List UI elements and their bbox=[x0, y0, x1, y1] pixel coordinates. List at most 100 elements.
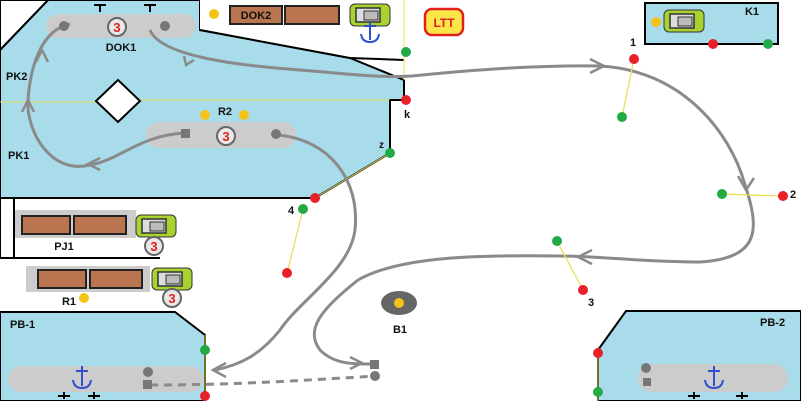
cargo-box bbox=[73, 215, 127, 235]
buoy-b1[interactable] bbox=[381, 291, 417, 315]
dok1-label: DOK1 bbox=[106, 42, 137, 54]
vehicle-ring-r2[interactable]: 3 bbox=[216, 126, 236, 146]
vehicle-pj1[interactable] bbox=[135, 214, 177, 238]
b1-label: B1 bbox=[393, 324, 407, 336]
stop-dot bbox=[370, 371, 380, 381]
vehicle-ring-r1[interactable]: 3 bbox=[162, 288, 182, 308]
land-edges bbox=[0, 100, 391, 313]
arrow-head bbox=[20, 97, 36, 113]
vehicle-ring-pj1[interactable]: 3 bbox=[144, 236, 164, 256]
signal-number-4: 4 bbox=[288, 205, 295, 217]
green-lights[interactable] bbox=[200, 39, 773, 397]
anchor-icon bbox=[704, 366, 724, 390]
dok2-label: DOK2 bbox=[241, 10, 272, 22]
green-light[interactable] bbox=[200, 345, 210, 355]
stop-square bbox=[370, 360, 379, 369]
signal-number-1: 1 bbox=[630, 37, 636, 49]
arrow-head bbox=[210, 361, 227, 379]
stop-dot bbox=[641, 363, 651, 373]
pk2-label: PK2 bbox=[6, 71, 27, 83]
green-light[interactable] bbox=[763, 39, 773, 49]
green-light[interactable] bbox=[717, 189, 727, 199]
pb2-label: PB-2 bbox=[760, 317, 785, 329]
bollards bbox=[58, 4, 748, 399]
green-light[interactable] bbox=[298, 204, 308, 214]
amber-light bbox=[209, 9, 219, 19]
arrow-head bbox=[736, 175, 756, 193]
stop-markers bbox=[59, 21, 651, 389]
cargo-box bbox=[37, 269, 87, 289]
stop-dot bbox=[143, 367, 153, 377]
arrow-head bbox=[349, 355, 365, 371]
cargo-box bbox=[284, 5, 340, 25]
green-light[interactable] bbox=[552, 236, 562, 246]
route-arrows bbox=[20, 47, 756, 379]
signal-number-3: 3 bbox=[588, 297, 594, 309]
green-light[interactable] bbox=[401, 47, 411, 57]
k1-label: K1 bbox=[745, 6, 759, 18]
vehicle-number: 3 bbox=[168, 291, 175, 306]
amber-light bbox=[239, 110, 249, 120]
ltt-label: LTT bbox=[433, 16, 455, 30]
ltt-badge[interactable]: LTT bbox=[423, 7, 465, 37]
route-main-loop bbox=[357, 64, 755, 282]
vehicle-ring-dok1[interactable]: 3 bbox=[107, 17, 127, 37]
labels: DOK1 PK2 PK1 R2 k z K1 PJ1 R1 B1 PB-1 PB… bbox=[6, 6, 796, 336]
stop-dot bbox=[271, 129, 281, 139]
red-lights[interactable] bbox=[200, 39, 788, 401]
route-pb1-dashed bbox=[149, 374, 376, 387]
green-light[interactable] bbox=[385, 148, 395, 158]
vehicle-r1[interactable] bbox=[151, 267, 193, 291]
quay-line-upper bbox=[199, 29, 351, 59]
route-inner-turn bbox=[312, 278, 373, 366]
pk1-label: PK1 bbox=[8, 150, 29, 162]
stop-dot bbox=[160, 21, 170, 31]
vehicle-k1[interactable] bbox=[663, 9, 705, 33]
red-light[interactable] bbox=[282, 268, 292, 278]
k-label: k bbox=[404, 109, 411, 121]
anchor-icon bbox=[72, 366, 92, 390]
pb1-pier bbox=[8, 366, 203, 392]
corner-triangle bbox=[0, 0, 50, 52]
pj1-label: PJ1 bbox=[54, 241, 74, 253]
r2-label: R2 bbox=[218, 106, 232, 118]
red-light[interactable] bbox=[629, 54, 639, 64]
arrow-head bbox=[575, 248, 593, 266]
route-r2-to-pb1 bbox=[214, 133, 358, 372]
junction-diamond[interactable] bbox=[94, 78, 142, 124]
red-light[interactable] bbox=[778, 191, 788, 201]
arrow-head bbox=[85, 156, 101, 172]
boundary-lines bbox=[0, 0, 599, 401]
red-light[interactable] bbox=[401, 95, 411, 105]
dok2-label-box bbox=[229, 5, 283, 25]
amber-lights bbox=[79, 9, 661, 303]
green-light[interactable] bbox=[593, 387, 603, 397]
pb1-label: PB-1 bbox=[10, 319, 35, 331]
quay-line-upper2 bbox=[349, 57, 405, 61]
cargo-box bbox=[89, 269, 143, 289]
stop-dot bbox=[59, 21, 69, 31]
red-light[interactable] bbox=[200, 391, 210, 401]
amber-light bbox=[79, 293, 89, 303]
vehicle-number: 3 bbox=[150, 239, 157, 254]
vehicle-number: 3 bbox=[113, 20, 120, 35]
amber-light bbox=[651, 17, 661, 27]
z-label: z bbox=[379, 140, 384, 151]
red-light[interactable] bbox=[593, 348, 603, 358]
r1-label: R1 bbox=[62, 296, 76, 308]
vehicle-number: 3 bbox=[222, 129, 229, 144]
signal-number-2: 2 bbox=[790, 189, 796, 201]
arrow-head bbox=[589, 57, 607, 75]
red-light[interactable] bbox=[310, 193, 320, 203]
arrow-head bbox=[182, 55, 195, 67]
stop-square bbox=[143, 380, 152, 389]
green-light[interactable] bbox=[617, 112, 627, 122]
red-light[interactable] bbox=[708, 39, 718, 49]
route-pk2-loop bbox=[26, 22, 186, 168]
amber-light bbox=[200, 110, 210, 120]
route-dok1-exit bbox=[148, 29, 601, 79]
red-light[interactable] bbox=[578, 285, 588, 295]
cargo-box bbox=[21, 215, 71, 235]
pj1-enclosure bbox=[0, 197, 15, 259]
